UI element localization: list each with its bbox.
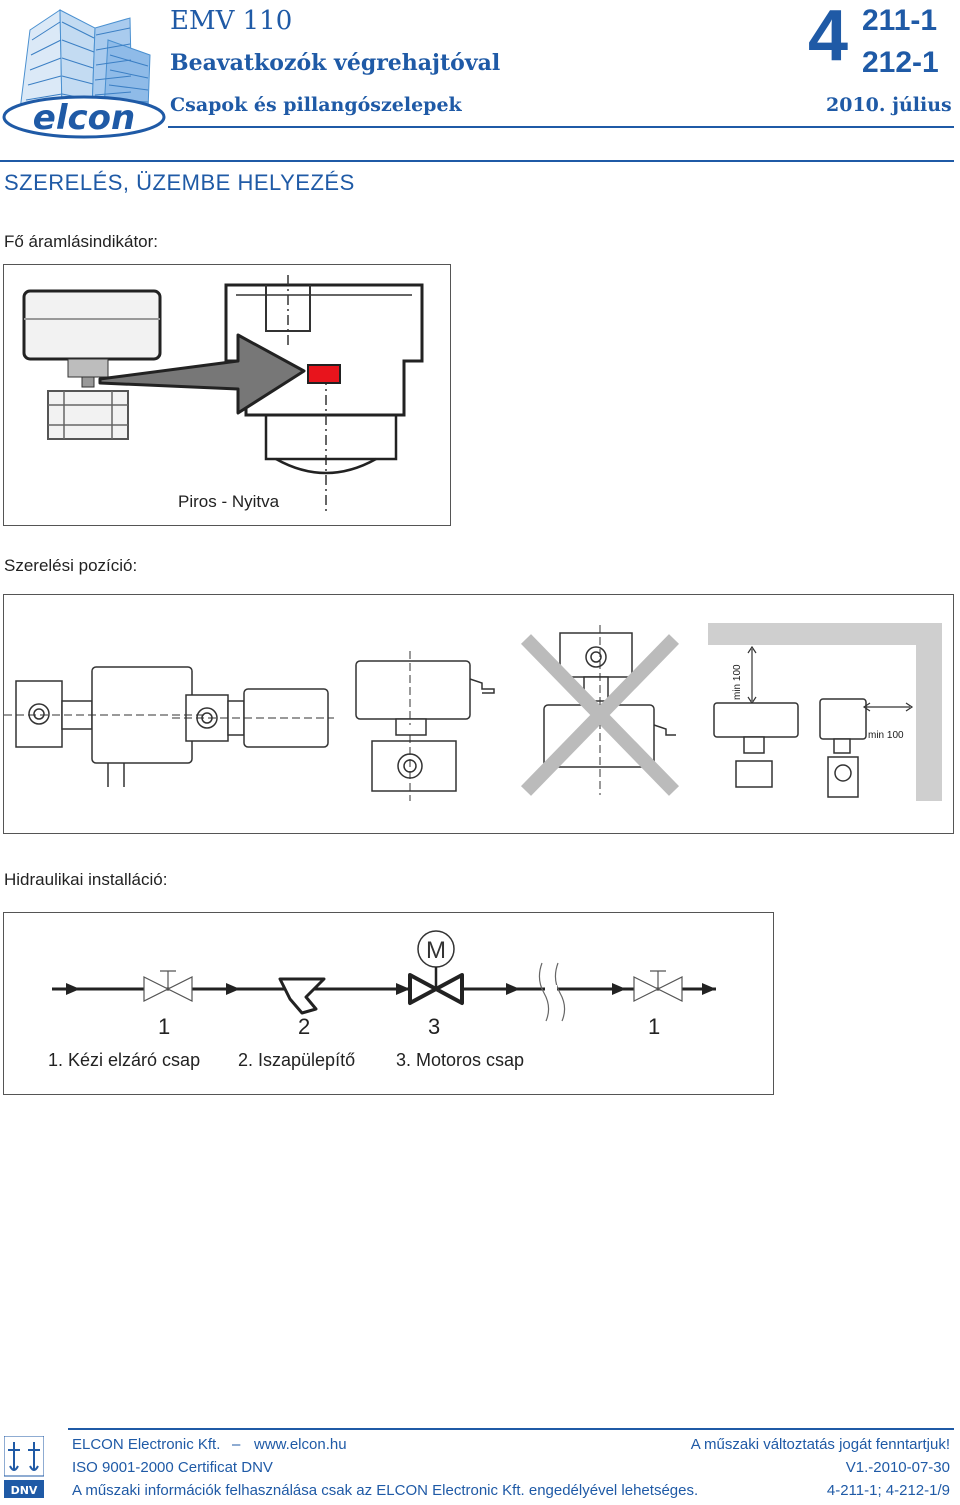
component-number-1b: 1 (648, 1014, 661, 1039)
document-subtitle-secondary: Csapok és pillangószelepek (170, 94, 462, 116)
footer-dash: – (232, 1436, 241, 1453)
svg-text:DNV: DNV (11, 1484, 38, 1497)
document-date: 2010. július (826, 94, 952, 116)
product-name: EMV 110 (170, 6, 293, 36)
section-digit: 4 (808, 0, 849, 76)
min-clearance-horizontal: min 100 (868, 730, 904, 741)
section-rule (0, 160, 954, 162)
red-indicator (307, 364, 341, 384)
footer-version: V1.-2010-07-30 (845, 1459, 950, 1476)
component-number-1: 1 (158, 1014, 171, 1039)
min-clearance-vertical: min 100 (732, 664, 743, 700)
header-rule (168, 126, 954, 128)
legend-motor-valve: 3. Motoros csap (396, 1050, 525, 1070)
section-title: SZERELÉS, ÜZEMBE HELYEZÉS (4, 170, 355, 195)
legend-strainer: 2. Iszapülepítő (238, 1050, 356, 1070)
footer-company: ELCON Electronic Kft. (72, 1436, 221, 1453)
flow-indicator-caption: Piros - Nyitva (178, 492, 280, 511)
document-subtitle: Beavatkozók végrehajtóval (170, 50, 501, 76)
svg-text:elcon: elcon (33, 98, 135, 138)
footer-iso: ISO 9001-2000 Certificat DNV (72, 1459, 273, 1476)
mounting-label: Szerelési pozíció: (4, 556, 138, 575)
footer-rights: A műszaki változtatás jogát fenntartjuk! (690, 1436, 950, 1453)
footer-website[interactable]: www.elcon.hu (254, 1436, 347, 1453)
mounting-positions-figure (3, 594, 954, 834)
footer-page-ref: 4-211-1; 4-212-1/9 (826, 1482, 950, 1499)
footer-usage: A műszaki információk felhasználása csak… (72, 1482, 699, 1499)
motor-symbol: M (426, 937, 446, 964)
product-code-2: 212-1 (862, 46, 939, 79)
product-code-1: 211-1 (862, 4, 938, 37)
component-number-3: 3 (428, 1014, 441, 1039)
component-number-2: 2 (298, 1014, 311, 1039)
hydraulic-label: Hidraulikai installáció: (4, 870, 168, 889)
hydraulic-diagram: M (3, 912, 774, 1095)
footer-rule (68, 1428, 954, 1430)
certification-logo: DNV (3, 1435, 45, 1500)
flow-indicator-label: Fő áramlásindikátor: (4, 232, 159, 251)
elcon-logo: elcon (0, 0, 166, 142)
flow-indicator-figure (3, 264, 451, 526)
legend-manual-valve: 1. Kézi elzáró csap (48, 1050, 201, 1070)
